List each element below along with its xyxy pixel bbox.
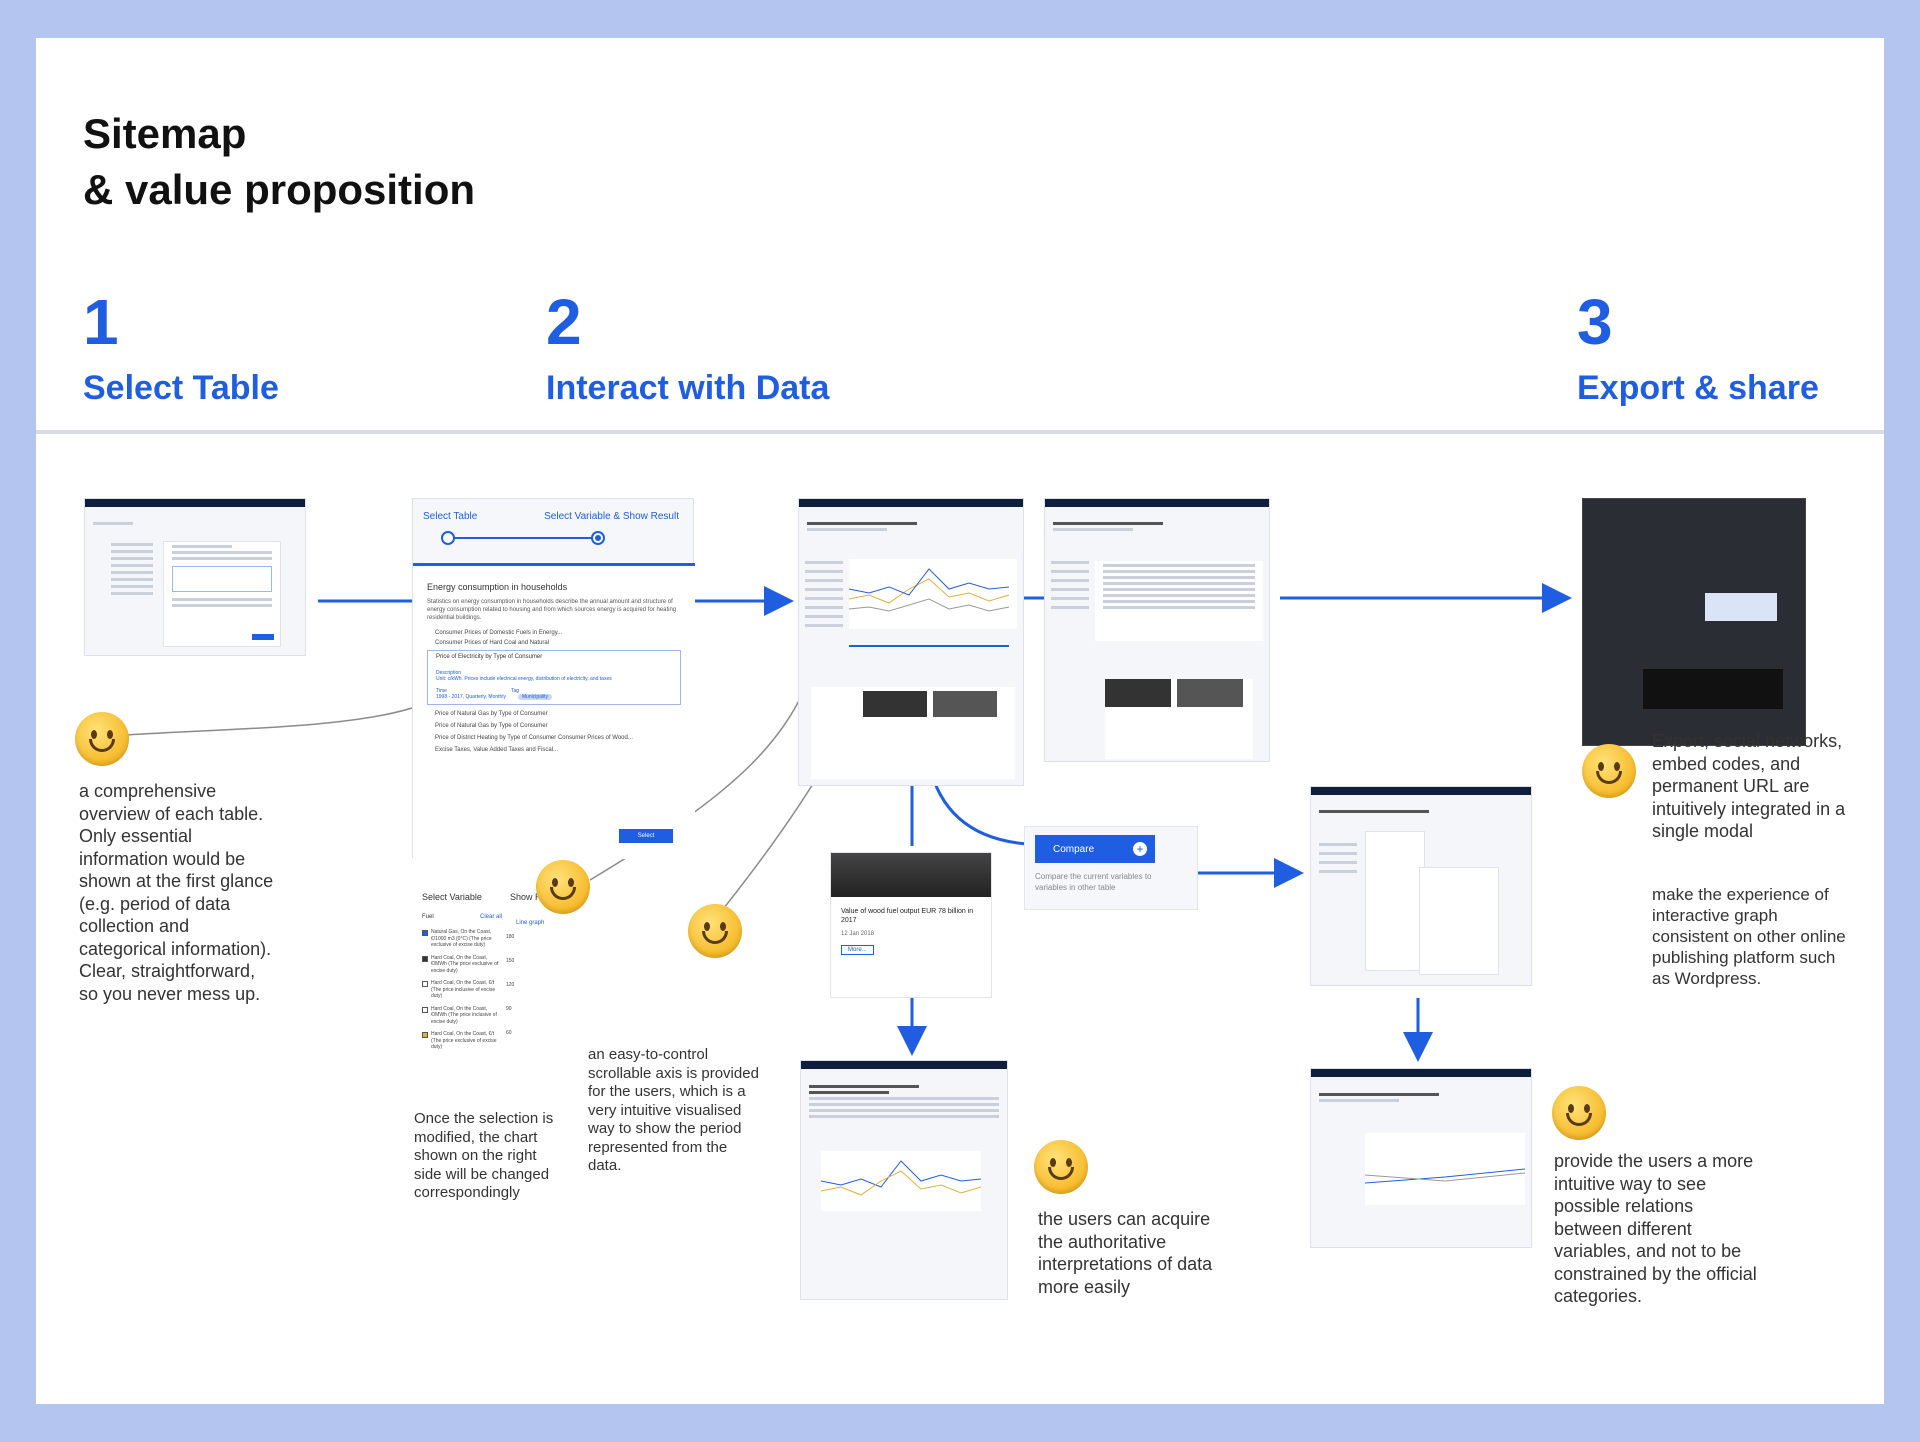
step-2-label: Interact with Data xyxy=(546,369,830,407)
thumb-export-modal[interactable] xyxy=(1582,498,1806,746)
smiley-icon xyxy=(1552,1086,1606,1140)
title-line-1: Sitemap xyxy=(83,110,247,157)
select-button[interactable]: Select xyxy=(619,829,673,843)
step-current-icon xyxy=(591,531,605,545)
fuel-option[interactable]: Hard Coal, On the Coast, €/MWh (The pric… xyxy=(422,955,502,975)
compare-caption: Compare the current variables to variabl… xyxy=(1035,872,1152,892)
checkbox-icon[interactable] xyxy=(422,1032,428,1038)
note-overview: a comprehensive overview of each table. … xyxy=(79,781,274,1004)
article-image xyxy=(831,853,991,897)
line-graph-tab[interactable]: Line graph xyxy=(516,920,545,926)
variable-selection-panel: Select Variable Show Result Fuel Clear a… xyxy=(412,890,570,1088)
plus-icon: + xyxy=(1133,842,1147,856)
article-more-link[interactable]: More... xyxy=(841,945,874,955)
thumb-interact-table[interactable] xyxy=(1044,498,1270,762)
note-relations: provide the users a more intuitive way t… xyxy=(1554,1151,1757,1306)
table-item[interactable]: Consumer Prices of Domestic Fuels in Ene… xyxy=(435,630,563,636)
compare-label: Compare xyxy=(1053,843,1095,855)
step-2-number: 2 xyxy=(546,286,582,358)
article-mini-chart xyxy=(820,1151,982,1211)
title-line-2: & value proposition xyxy=(83,166,476,213)
tab-show-result[interactable]: Show Result xyxy=(510,892,561,902)
compare-panel: Compare + Compare the current variables … xyxy=(1024,826,1198,910)
smiley-icon xyxy=(1582,744,1636,798)
article-date: 12 Jan 2018 xyxy=(841,931,875,937)
fuel-option[interactable]: Hard Coal, On the Coast, €/t (The price … xyxy=(422,1031,502,1051)
y-axis-ticks: 180 150 120 90 60 xyxy=(506,934,515,1036)
step-1-number: 1 xyxy=(83,286,119,358)
note-consistent: make the experience of interactive graph… xyxy=(1652,885,1846,988)
table-heading: Energy consumption in households xyxy=(427,582,568,592)
expanded-item[interactable]: Price of Electricity by Type of Consumer… xyxy=(427,650,681,705)
tab-select-variable[interactable]: Select Variable & Show Result xyxy=(544,511,679,522)
thumb-interact-chart[interactable] xyxy=(798,498,1024,786)
step-2: 2 Interact with Data xyxy=(546,290,829,408)
thumb-select-table[interactable] xyxy=(84,498,306,656)
clear-all-link[interactable]: Clear all xyxy=(480,914,503,920)
mini-line-chart xyxy=(848,559,1017,629)
connector-overview xyxy=(126,702,427,736)
checkbox-icon[interactable] xyxy=(422,1006,428,1013)
smiley-icon xyxy=(75,712,129,766)
smiley-icon xyxy=(1034,1140,1088,1194)
checkbox-icon[interactable] xyxy=(422,955,428,962)
thumb-combined-chart[interactable] xyxy=(1310,1068,1532,1248)
note-axis: an easy-to-control scrollable axis is pr… xyxy=(588,1046,759,1174)
checkbox-icon[interactable] xyxy=(422,930,428,936)
section-divider xyxy=(36,430,1884,434)
table-item[interactable]: Consumer Prices of Hard Coal and Natural xyxy=(435,640,550,646)
sitemap-canvas: Sitemap & value proposition 1 Select Tab… xyxy=(36,38,1884,1404)
note-selection: Once the selection is modified, the char… xyxy=(414,1110,554,1201)
desc-label: Description xyxy=(436,670,462,676)
note-export: Export, social networks, embed codes, an… xyxy=(1652,731,1846,841)
fuel-option[interactable]: Hard Coal, On the Coast, €/MWh (The pric… xyxy=(422,1006,502,1026)
time-label: Time xyxy=(436,688,447,694)
article-headline: Value of wood fuel output EUR 78 billion… xyxy=(841,908,974,924)
article-card[interactable]: Value of wood fuel output EUR 78 billion… xyxy=(830,852,992,998)
expanded-item-title: Price of Electricity by Type of Consumer xyxy=(436,654,543,660)
table-item[interactable]: Excise Taxes, Value Added Taxes and Fisc… xyxy=(435,747,559,753)
page-title: Sitemap & value proposition xyxy=(83,106,475,218)
step-3: 3 Export & share xyxy=(1577,290,1819,408)
table-description: Statistics on energy consumption in hous… xyxy=(427,599,677,621)
step-3-number: 3 xyxy=(1577,286,1613,358)
combined-mini-chart xyxy=(1364,1133,1526,1205)
thumb-article-detail[interactable] xyxy=(800,1060,1008,1300)
time-value: 1998 - 2017, Quarterly, Monthly xyxy=(436,694,506,700)
fuel-option[interactable]: Natural Gas, On the Coast, €/1000 m3 (0°… xyxy=(422,929,502,949)
step-check-icon xyxy=(441,531,455,545)
fuel-options: Natural Gas, On the Coast, €/1000 m3 (0°… xyxy=(422,926,502,1051)
step-1: 1 Select Table xyxy=(83,290,279,408)
table-item[interactable]: Price of Natural Gas by Type of Consumer xyxy=(435,723,548,729)
step-1-label: Select Table xyxy=(83,369,279,407)
checkbox-icon[interactable] xyxy=(422,981,428,987)
fuel-option[interactable]: Hard Coal, On the Coast, €/t (The price … xyxy=(422,980,502,1000)
step-3-label: Export & share xyxy=(1577,369,1819,407)
fuel-label: Fuel xyxy=(422,914,434,920)
tag-value: Municipality xyxy=(517,694,553,700)
compare-button[interactable]: Compare + xyxy=(1035,835,1155,863)
note-interpretation: the users can acquire the authoritative … xyxy=(1038,1209,1213,1297)
smiley-icon xyxy=(536,860,590,914)
table-item[interactable]: Price of District Heating by Type of Con… xyxy=(435,735,633,741)
smiley-icon xyxy=(688,904,742,958)
select-table-detail: Select Table Select Variable & Show Resu… xyxy=(412,498,695,859)
table-item[interactable]: Price of Natural Gas by Type of Consumer xyxy=(435,711,548,717)
tag-label: Tag xyxy=(510,688,519,694)
desc-value: Unit: c/kWh. Prices include electrical e… xyxy=(436,676,612,682)
tab-select-table[interactable]: Select Table xyxy=(423,511,478,522)
tab-select-variable[interactable]: Select Variable xyxy=(422,892,482,902)
thumb-compare-modal[interactable] xyxy=(1310,786,1532,986)
